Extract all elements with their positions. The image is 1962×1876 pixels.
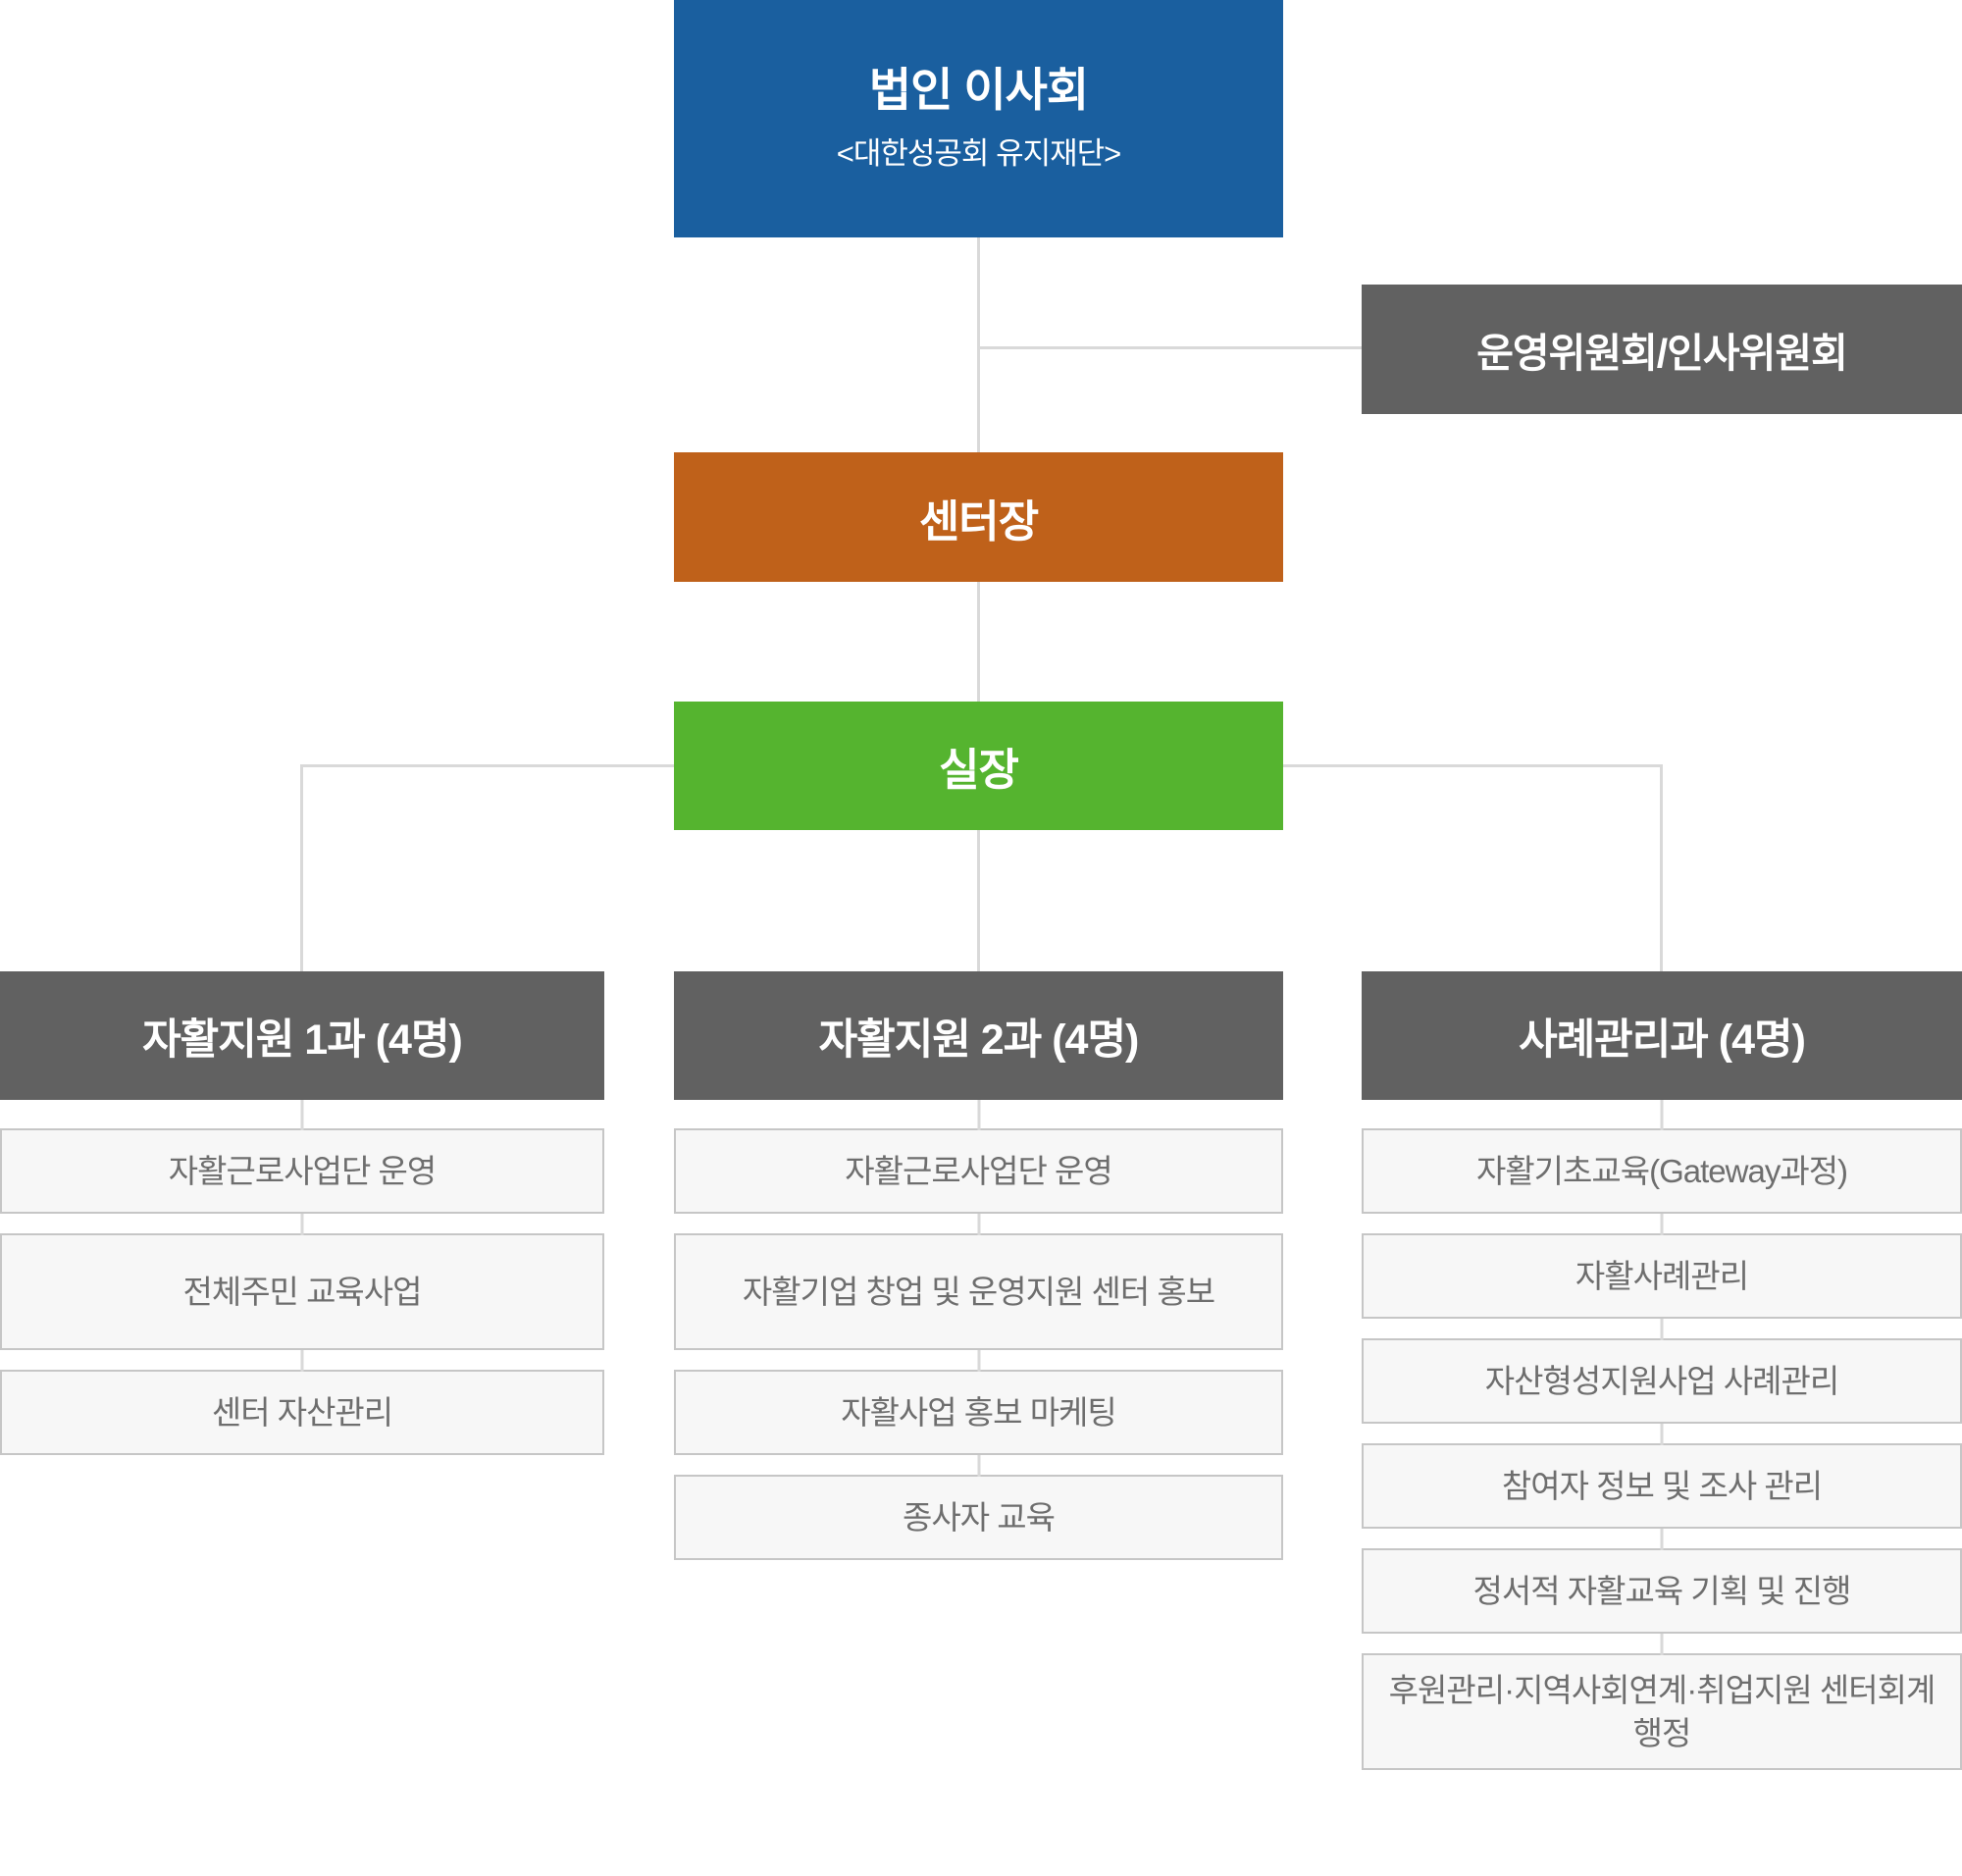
- department-3-items: 자활기초교육(Gateway과정) 자활사례관리 자산형성지원사업 사례관리 참…: [1362, 1128, 1962, 1770]
- task-item: 정서적 자활교육 기획 및 진행: [1362, 1548, 1962, 1634]
- connector-manager-to-dept2: [977, 830, 980, 971]
- task-item: 자활기업 창업 및 운영지원 센터 홍보: [674, 1233, 1283, 1350]
- task-item: 후원관리·지역사회연계·취업지원 센터회계행정: [1362, 1653, 1962, 1770]
- task-item: 자활사업 홍보 마케팅: [674, 1370, 1283, 1455]
- department-2-header: 자활지원 2과 (4명): [674, 971, 1283, 1100]
- department-3-header: 사례관리과 (4명): [1362, 971, 1962, 1100]
- task-item: 자활기초교육(Gateway과정): [1362, 1128, 1962, 1214]
- connector-to-committee: [977, 346, 1362, 349]
- department-2-items: 자활근로사업단 운영 자활기업 창업 및 운영지원 센터 홍보 자활사업 홍보 …: [674, 1128, 1283, 1560]
- committee-box: 운영위원회/인사위원회: [1362, 285, 1962, 414]
- task-item: 자활근로사업단 운영: [0, 1128, 604, 1214]
- task-item: 센터 자산관리: [0, 1370, 604, 1455]
- committee-label: 운영위원회/인사위원회: [1476, 331, 1848, 376]
- connector-root-to-director: [977, 237, 980, 452]
- department-3: 사례관리과 (4명) 자활기초교육(Gateway과정) 자활사례관리 자산형성…: [1362, 971, 1962, 1770]
- task-item: 자활사례관리: [1362, 1233, 1962, 1319]
- task-item: 종사자 교육: [674, 1475, 1283, 1560]
- department-1-items: 자활근로사업단 운영 전체주민 교육사업 센터 자산관리: [0, 1128, 604, 1455]
- connector-director-to-manager: [977, 582, 980, 702]
- center-director-label: 센터장: [918, 495, 1039, 547]
- board-box: 법인 이사회 <대한성공회 유지재단>: [674, 0, 1283, 237]
- task-item: 자산형성지원사업 사례관리: [1362, 1338, 1962, 1424]
- connector-branch-to-dept3: [1660, 764, 1663, 971]
- department-1: 자활지원 1과 (4명) 자활근로사업단 운영 전체주민 교육사업 센터 자산관…: [0, 971, 604, 1455]
- board-subtitle: <대한성공회 유지재단>: [836, 136, 1121, 172]
- department-1-header: 자활지원 1과 (4명): [0, 971, 604, 1100]
- task-item: 자활근로사업단 운영: [674, 1128, 1283, 1214]
- task-item: 전체주민 교육사업: [0, 1233, 604, 1350]
- department-2: 자활지원 2과 (4명) 자활근로사업단 운영 자활기업 창업 및 운영지원 센…: [674, 971, 1283, 1560]
- task-item: 참여자 정보 및 조사 관리: [1362, 1443, 1962, 1529]
- connector-branch-to-dept1: [300, 764, 303, 971]
- board-title: 법인 이사회: [868, 63, 1089, 116]
- office-manager-box: 실장: [674, 702, 1283, 830]
- center-director-box: 센터장: [674, 452, 1283, 582]
- office-manager-label: 실장: [939, 745, 1019, 795]
